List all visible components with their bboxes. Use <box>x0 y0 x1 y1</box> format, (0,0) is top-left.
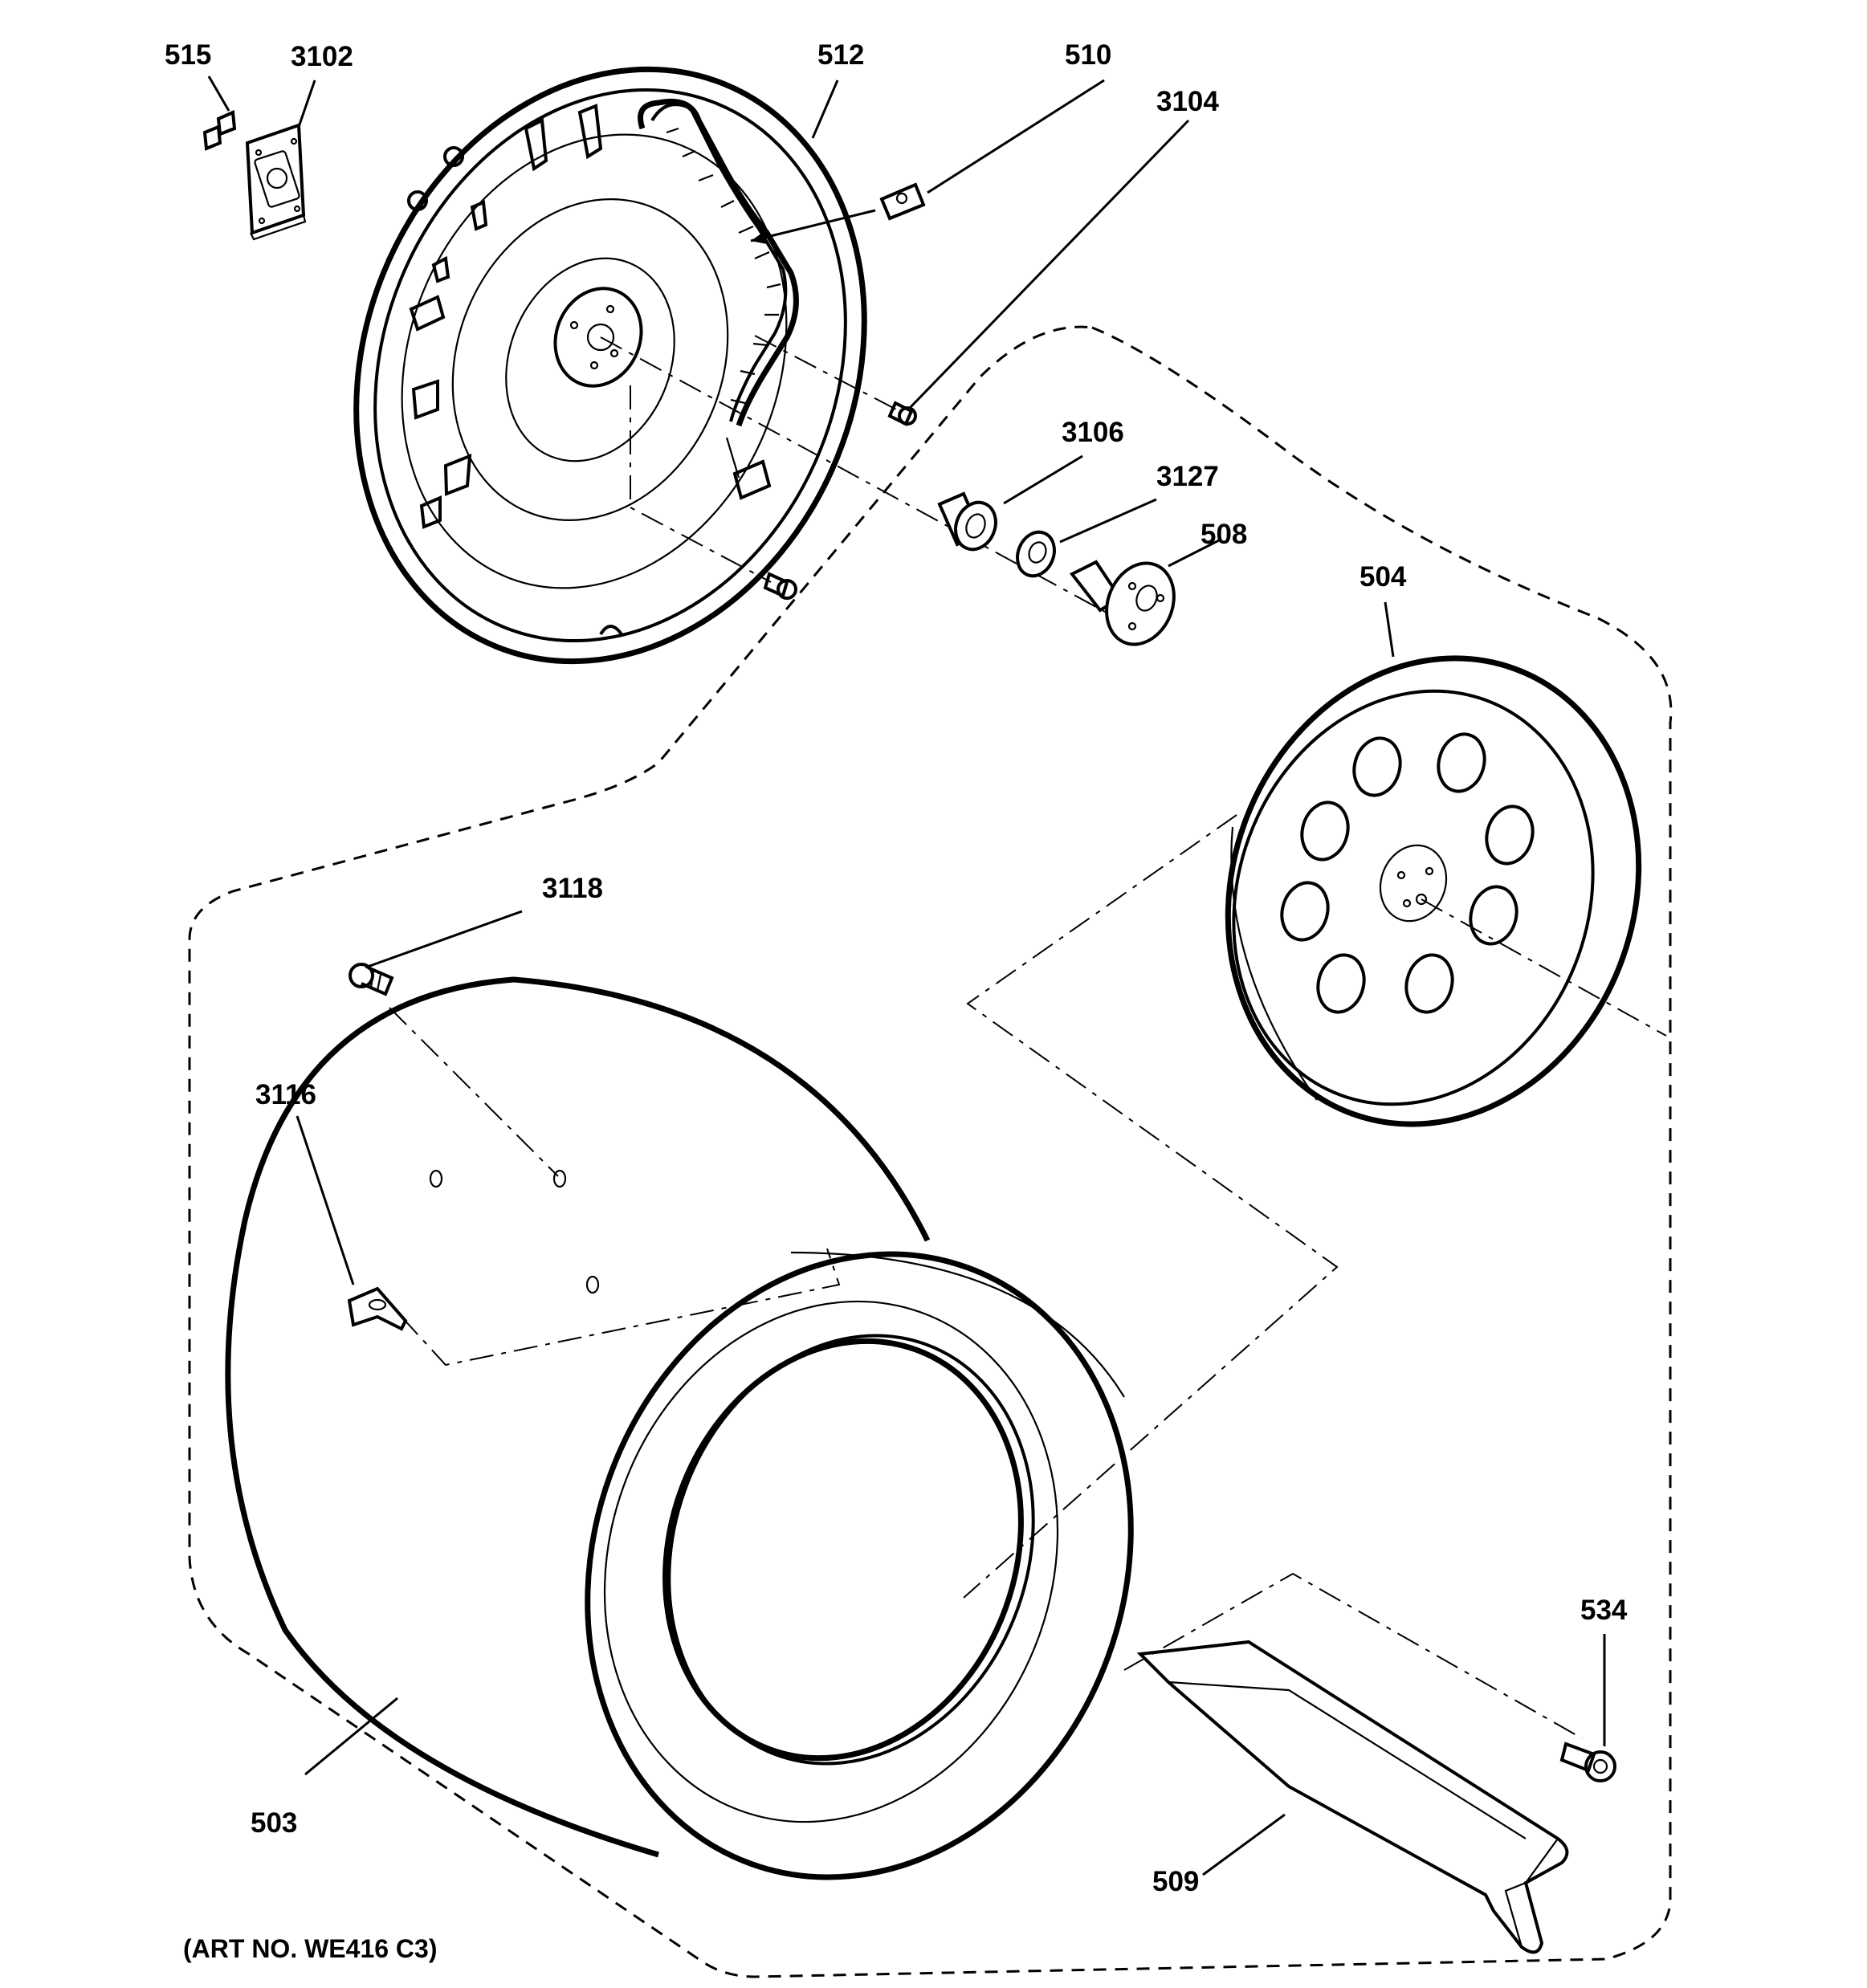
part-3104-screw <box>887 401 917 426</box>
callout-508: 508 <box>1201 519 1247 550</box>
callout-3127: 3127 <box>1156 461 1219 492</box>
axis-line-509 <box>1123 1572 1583 1739</box>
callout-3102: 3102 <box>291 41 353 72</box>
axis-line-3104 <box>754 335 900 412</box>
part-3116-bracket <box>347 1286 408 1331</box>
callout-512: 512 <box>817 39 864 71</box>
callout-3116: 3116 <box>255 1079 316 1110</box>
part-503-drum <box>225 976 1134 1880</box>
axis-line-rear <box>600 336 1125 623</box>
axis-line-3116 <box>401 1248 841 1367</box>
axis-box-drum-back <box>963 814 1339 1599</box>
part-3102-plate <box>245 123 307 241</box>
callout-3104: 3104 <box>1156 86 1219 117</box>
callout-510: 510 <box>1065 39 1111 71</box>
leader-lines <box>207 75 1606 1876</box>
part-3118-screw <box>349 963 394 996</box>
callout-504: 504 <box>1359 561 1407 593</box>
drum-assembly-boundary <box>188 325 1673 1978</box>
part-534-screw <box>1559 1742 1616 1782</box>
callout-3106: 3106 <box>1062 417 1124 448</box>
part-515-clip <box>202 110 237 151</box>
part-3127-washer <box>1016 530 1056 578</box>
part-509-baffle <box>1136 1640 1569 1954</box>
callout-509: 509 <box>1152 1866 1199 1897</box>
axis-line-drum-back <box>1421 898 1667 1037</box>
callout-534: 534 <box>1580 1595 1628 1626</box>
callout-3118: 3118 <box>542 873 603 904</box>
axis-line-3118 <box>389 1007 559 1177</box>
axis-line-screw <box>630 385 772 583</box>
part-3106-bearing <box>937 491 997 552</box>
part-508-shaft-hub <box>1069 560 1176 646</box>
part-512-rear-bulkhead <box>353 66 926 665</box>
callout-515: 515 <box>165 39 211 71</box>
art-number-label: (ART NO. WE416 C3) <box>183 1934 437 1963</box>
part-504-drum-back <box>1225 655 1642 1127</box>
bulkhead-screw <box>763 572 797 600</box>
callout-503: 503 <box>251 1807 297 1839</box>
